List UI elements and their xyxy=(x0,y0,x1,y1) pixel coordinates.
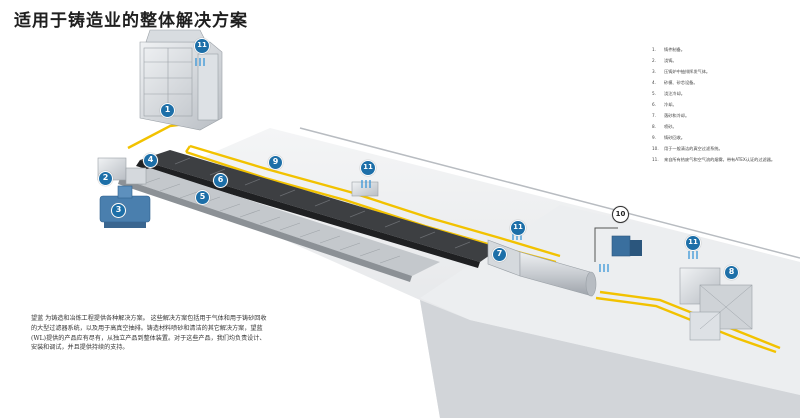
legend-item: 3.压铸炉中抽排挥发气体。 xyxy=(652,69,711,74)
legend-item: 2.浇铸。 xyxy=(652,58,677,63)
legend-item: 11.来自所有热废气和空气流的烟雾。带有ATEX认证的过滤器。 xyxy=(652,157,776,162)
overhead-line xyxy=(299,127,800,259)
process-legend: 1.铸件制备。 2.浇铸。 3.压铸炉中抽排挥发气体。 4.砂模、砂芯设备。 5… xyxy=(652,44,792,165)
intro-paragraph: 望蓝 为铸造和冶炼工程提供各种解决方案。 这些解决方案包括用于气体和用于铸砂回收… xyxy=(31,315,267,352)
filter-unit-middle xyxy=(351,181,379,197)
cooling-line-hatching xyxy=(139,177,401,264)
legend-item: 8.喷砂。 xyxy=(652,124,677,129)
legend-item: 7.落砂和冷却。 xyxy=(652,113,690,118)
legend-item: 1.铸件制备。 xyxy=(652,47,685,52)
vacuum-unit xyxy=(594,227,642,262)
legend-item: 10.用于一般清洁的真空过滤系统。 xyxy=(652,146,723,151)
blasting-machine xyxy=(679,267,753,341)
legend-item: 9.铸砂回收。 xyxy=(652,135,685,140)
legend-item: 4.砂模、砂芯设备。 xyxy=(652,80,698,85)
page-title: 适用于铸造业的整体解决方案 xyxy=(14,11,248,31)
molding-line-segments xyxy=(174,157,471,249)
legend-item: 6.冷却。 xyxy=(652,102,677,107)
legend-item: 5.浇注冷却。 xyxy=(652,91,685,96)
